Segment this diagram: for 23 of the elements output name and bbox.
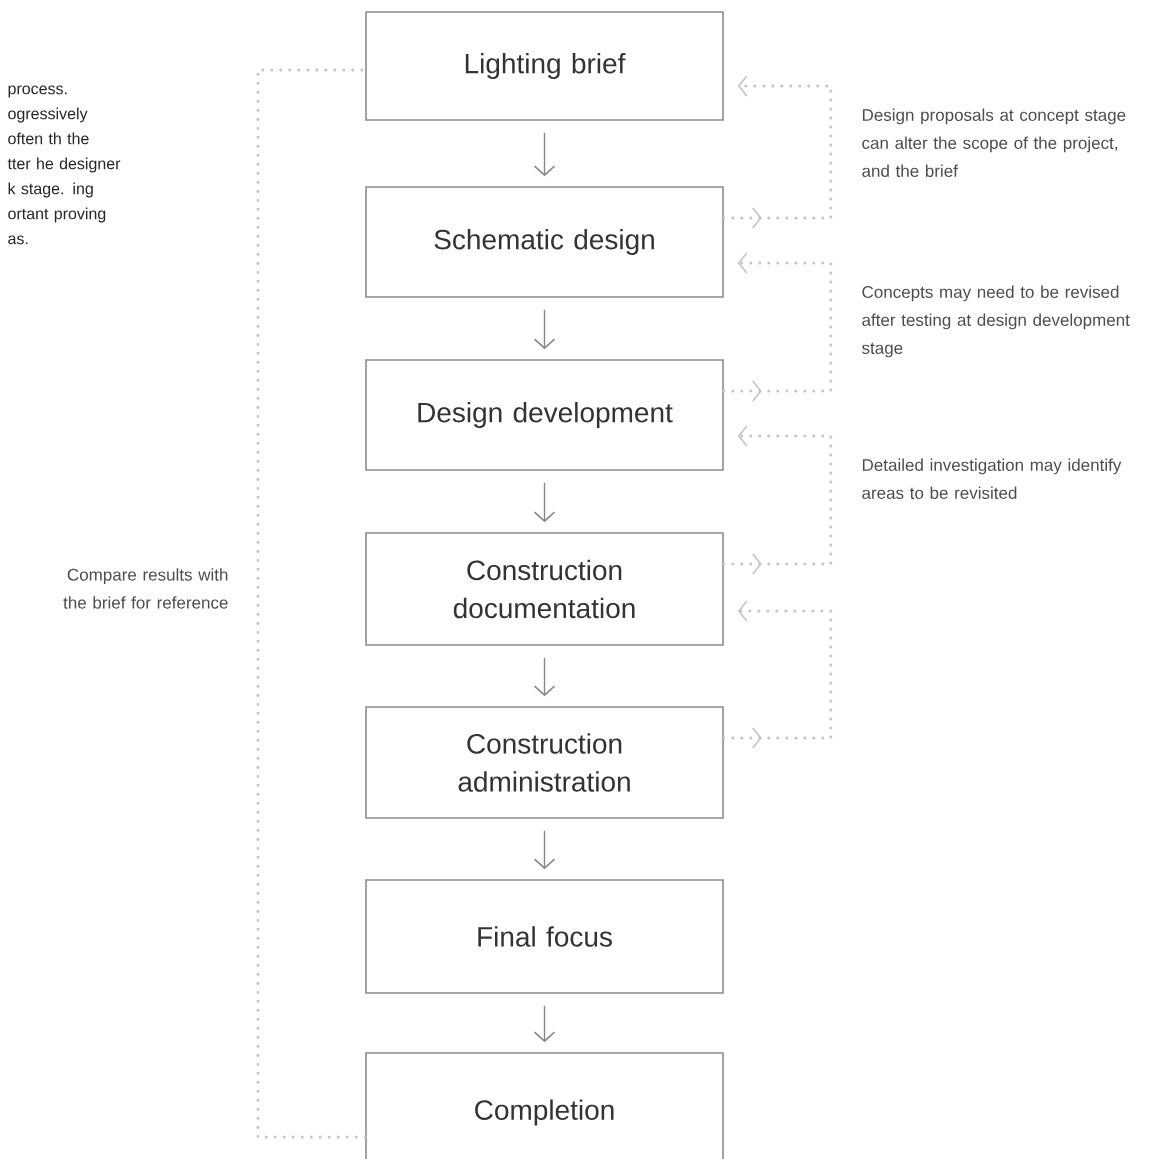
feedback-arrow <box>722 600 833 749</box>
process-box: Construction administration <box>365 706 724 819</box>
process-box: Construction documentation <box>365 532 724 646</box>
note-text: Design proposals at concept stage can alter the scope of the project, and the brief <box>862 108 1126 177</box>
arrow <box>533 657 556 697</box>
arrow <box>533 830 556 870</box>
note-text: Concepts may need to be revised after testing at design development stage <box>862 285 1130 358</box>
process-box: Schematic design <box>365 186 724 298</box>
arrow <box>533 132 556 177</box>
process-box: Lighting brief <box>365 11 724 121</box>
arrow <box>533 1005 556 1043</box>
arrow <box>533 482 556 523</box>
note-text: Compare results with the brief for reference <box>63 568 228 609</box>
process-box: Final focus <box>365 879 724 994</box>
feedback-arrow <box>722 75 833 229</box>
feedback-arrow <box>722 252 833 402</box>
feedback-arrow <box>722 425 833 575</box>
note-text: process. ogressively often th the tter he designer k stage. ing ortant proving as. <box>7 85 121 245</box>
process-box: Completion <box>365 1052 724 1159</box>
arrow <box>533 309 556 350</box>
process-box: Design development <box>365 359 724 471</box>
note-text: Detailed investigation may identify areas to be revisited <box>862 458 1122 499</box>
feedback-line <box>256 68 367 1139</box>
